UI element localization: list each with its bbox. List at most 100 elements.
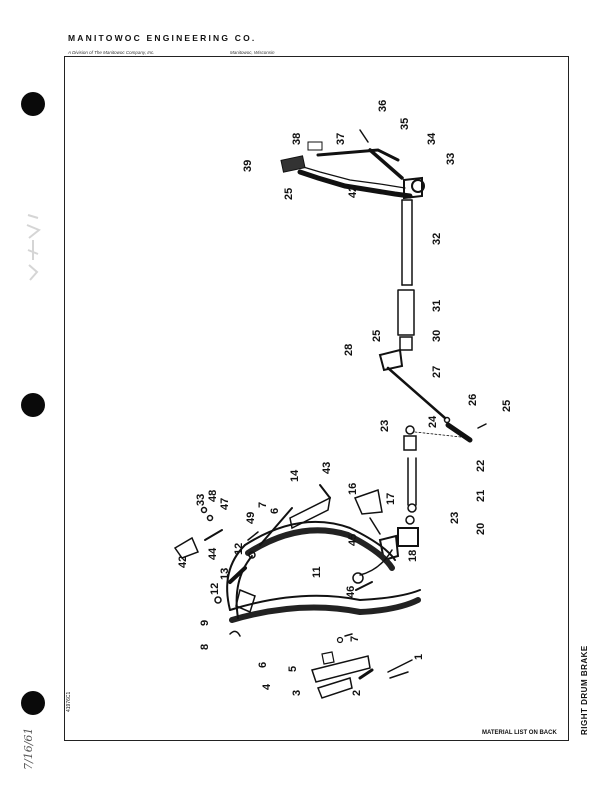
- part-number-1: 1: [413, 654, 425, 660]
- drawing-number: 41976C1: [66, 691, 72, 712]
- part-number-44: 43: [321, 462, 333, 474]
- nut-47: [206, 514, 214, 522]
- lever-arm-outline: [299, 165, 406, 189]
- pin-7-lower: [344, 633, 353, 637]
- part-number-17: 17: [385, 493, 397, 505]
- strap-3: [317, 677, 353, 699]
- bracket-33: [403, 176, 423, 200]
- part-number-18: 18: [407, 550, 419, 562]
- nut-12-lower: [214, 596, 222, 604]
- nut-12-upper: [248, 551, 256, 559]
- washer-21-lower: [405, 515, 415, 525]
- part-number-35: 36: [377, 100, 389, 112]
- part-number-7-lower: 7: [349, 636, 361, 642]
- bracket-44-upright: [319, 484, 331, 499]
- clip-8: [229, 630, 241, 637]
- bracket-46: [355, 581, 373, 591]
- strap-4: [311, 655, 371, 683]
- part-number-20: 20: [475, 523, 487, 535]
- plate-37: [307, 141, 323, 151]
- bracket-16: [353, 489, 383, 515]
- pin-17: [369, 517, 381, 535]
- part-number-48: 48: [207, 490, 219, 502]
- brake-lining-11: [245, 527, 395, 571]
- part-number-23: 22: [475, 460, 487, 472]
- part-number-29: 30: [431, 330, 443, 342]
- bolt-2: [358, 668, 374, 680]
- pin-35: [359, 129, 369, 143]
- part-number-7-upper: 7: [257, 502, 269, 508]
- part-number-9: 9: [199, 620, 211, 626]
- block-5: [321, 651, 335, 665]
- shaft-31: [401, 199, 413, 286]
- part-number-21-lower: 23: [449, 512, 461, 524]
- bracket-42: [173, 536, 199, 559]
- part-number-25-lower: 25: [501, 400, 513, 412]
- part-number-26: 26: [467, 394, 479, 406]
- binder-hole-middle: [21, 393, 45, 417]
- brake-band-lower: [229, 589, 421, 611]
- pin-25-lower: [477, 423, 487, 429]
- part-number-39: 42: [347, 186, 359, 198]
- rod-14: [259, 507, 293, 546]
- lever-bar-36: [316, 148, 400, 162]
- bolt-1: [387, 659, 413, 673]
- part-number-3: 3: [291, 690, 303, 696]
- handwritten-date-note: 7/16/61: [22, 727, 35, 770]
- page-title-right-drum-brake: RIGHT DRUM BRAKE: [580, 645, 589, 735]
- material-list-note: MATERIAL LIST ON BACK: [482, 730, 557, 736]
- brake-lever-arm: [297, 169, 413, 199]
- rod-23: [407, 457, 417, 506]
- part-number-16: 16: [347, 483, 359, 495]
- location-line: Manitowoc, Wisconsin: [230, 50, 275, 55]
- binder-hole-bottom: [21, 691, 45, 715]
- pin-43: [204, 529, 223, 541]
- part-number-28: 28: [343, 344, 355, 356]
- part-number-45: 45: [347, 534, 359, 546]
- link-rod-34: [368, 148, 404, 180]
- clevis-32: [411, 179, 425, 193]
- pedal-pad-38: [280, 155, 306, 173]
- shaft-31-end: [401, 199, 413, 286]
- part-number-14: 14: [289, 469, 301, 482]
- band-curve-inner: [235, 555, 253, 619]
- nut-48: [200, 506, 208, 514]
- company-title: MANITOWOC ENGINEERING CO.: [68, 33, 257, 43]
- lever-28: [378, 348, 404, 372]
- washer-22: [407, 503, 417, 513]
- part-number-27: 27: [431, 366, 443, 378]
- faded-stamp-mark: [26, 214, 41, 281]
- brake-lining-lower: [229, 597, 421, 623]
- part-number-32-upper: 33: [445, 153, 457, 165]
- part-number-33: 34: [426, 132, 438, 145]
- bolt-1-b: [389, 671, 409, 679]
- part-number-34: 35: [399, 118, 411, 130]
- band-curve: [226, 544, 246, 611]
- spring-45: [352, 572, 364, 584]
- part-number-12-lower: 12: [209, 583, 221, 595]
- part-number-30: 31: [431, 300, 443, 312]
- bushing-29: [399, 336, 413, 351]
- part-number-38: 39: [242, 160, 254, 172]
- part-number-11: 11: [311, 566, 323, 578]
- drawing-frame: [64, 56, 569, 741]
- spring-13: [228, 566, 247, 584]
- part-number-21-upper: 23: [379, 420, 391, 432]
- part-number-46: 46: [345, 586, 357, 598]
- part-number-8: 8: [199, 644, 211, 650]
- part-number-47: 47: [219, 498, 231, 510]
- part-number-24: 24: [427, 415, 439, 428]
- pin-49: [247, 531, 259, 541]
- part-number-31: 32: [431, 233, 443, 245]
- spring-45-wire: [359, 549, 393, 576]
- division-line: A Division of The Manitowoc Company, Inc…: [68, 50, 155, 55]
- end-block-9: [235, 588, 256, 614]
- part-number-2: 2: [351, 690, 363, 696]
- binder-hole-top: [21, 92, 45, 116]
- block-24: [403, 435, 417, 451]
- part-number-43: 44: [207, 547, 219, 560]
- part-number-42: 42: [177, 556, 189, 568]
- part-number-36: 37: [335, 133, 347, 145]
- part-number-32-lower: 33: [195, 494, 207, 506]
